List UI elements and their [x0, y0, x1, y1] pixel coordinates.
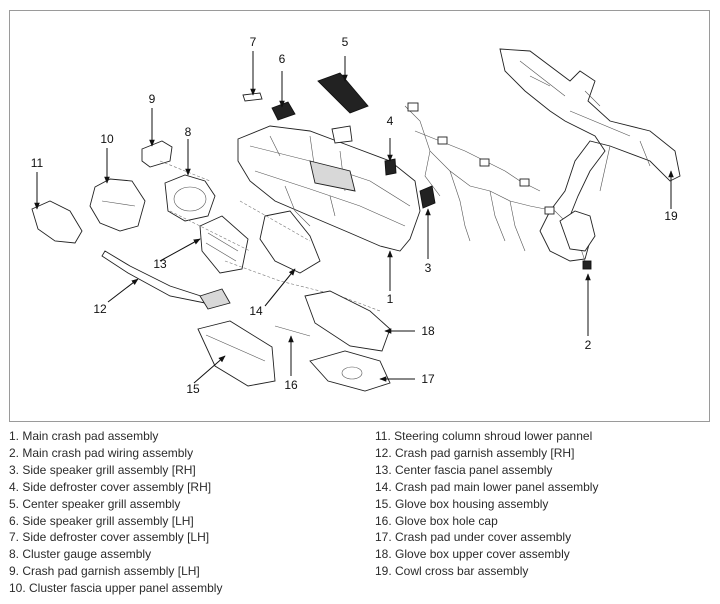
side-speaker-grill-rh	[419, 185, 436, 209]
speaker-bracket	[331, 125, 353, 144]
callout-6: 6	[279, 52, 286, 66]
legend-item: 8. Cluster gauge assembly	[9, 547, 152, 562]
legend-item: 12. Crash pad garnish assembly [RH]	[375, 445, 575, 460]
legend-item: 3. Side speaker grill assembly [RH]	[9, 462, 196, 477]
callout-17: 17	[421, 372, 435, 386]
glove-box-upper-cover	[304, 290, 391, 352]
crash-pad-lower-panel	[259, 210, 321, 274]
legend-item: 1. Main crash pad assembly	[9, 429, 159, 443]
callout-15: 15	[186, 382, 200, 396]
callout-8: 8	[185, 125, 192, 139]
center-fascia-panel	[199, 215, 249, 274]
callout-2: 2	[585, 338, 592, 352]
legend-item: 18. Glove box upper cover assembly	[375, 547, 570, 562]
crash-pad-under-cover	[309, 350, 391, 392]
legend-item: 15. Glove box housing assembly	[375, 496, 549, 511]
callout-12: 12	[93, 302, 107, 316]
legend-item: 10. Cluster fascia upper panel assembly	[9, 581, 223, 596]
legend-item: 6. Side speaker grill assembly [LH]	[9, 513, 194, 528]
callout-19: 19	[664, 209, 678, 223]
glove-box-hole-cap	[274, 325, 311, 337]
side-speaker-grill-lh	[271, 101, 296, 121]
legend-item: 2. Main crash pad wiring assembly	[9, 445, 194, 460]
side-defroster-rh	[384, 158, 397, 176]
callout-7: 7	[250, 35, 257, 49]
callout-14: 14	[249, 304, 263, 318]
legend-item: 5. Center speaker grill assembly	[9, 496, 181, 511]
legend-item: 9. Crash pad garnish assembly [LH]	[9, 564, 200, 579]
callout-4: 4	[387, 114, 394, 128]
legend-item: 7. Side defroster cover assembly [LH]	[9, 530, 210, 545]
main-crash-pad	[237, 125, 421, 252]
diagram-svg: 1 2 3 4 5 6 7 8 9 10 11 12 13 14 15 16 1…	[31, 35, 681, 396]
legend-item: 16. Glove box hole cap	[375, 513, 498, 528]
steering-column-shroud	[31, 200, 83, 244]
callout-10: 10	[100, 132, 114, 146]
legend-item: 13. Center fascia panel assembly	[375, 462, 553, 477]
parts-legend: 1. Main crash pad assembly 2. Main crash…	[9, 428, 710, 598]
callout-1: 1	[387, 292, 394, 306]
cluster-fascia-upper	[89, 178, 146, 232]
legend-item: 11. Steering column shroud lower pannel	[375, 429, 593, 443]
exploded-parts-diagram: 1 2 3 4 5 6 7 8 9 10 11 12 13 14 15 16 1…	[9, 10, 710, 422]
legend-item: 17. Crash pad under cover assembly	[375, 530, 572, 545]
legend-column-right: 11. Steering column shroud lower pannel …	[375, 428, 598, 580]
callout-3: 3	[425, 261, 432, 275]
legend-item: 14. Crash pad main lower panel assembly	[375, 479, 599, 494]
glove-box-housing	[197, 320, 276, 387]
callout-16: 16	[284, 378, 298, 392]
callout-18: 18	[421, 324, 435, 338]
callout-11: 11	[31, 156, 44, 170]
cluster-gauge	[164, 174, 216, 222]
center-speaker-grill	[317, 72, 369, 114]
legend-item: 4. Side defroster cover assembly [RH]	[9, 479, 212, 494]
callout-13: 13	[153, 257, 167, 271]
callout-5: 5	[342, 35, 349, 49]
legend-item: 19. Cowl cross bar assembly	[375, 564, 529, 579]
legend-column-left: 1. Main crash pad assembly 2. Main crash…	[9, 428, 222, 597]
callout-9: 9	[149, 92, 156, 106]
wiring-harness	[404, 102, 596, 270]
crash-pad-garnish-lh	[141, 140, 173, 168]
leader-lines	[34, 51, 674, 384]
